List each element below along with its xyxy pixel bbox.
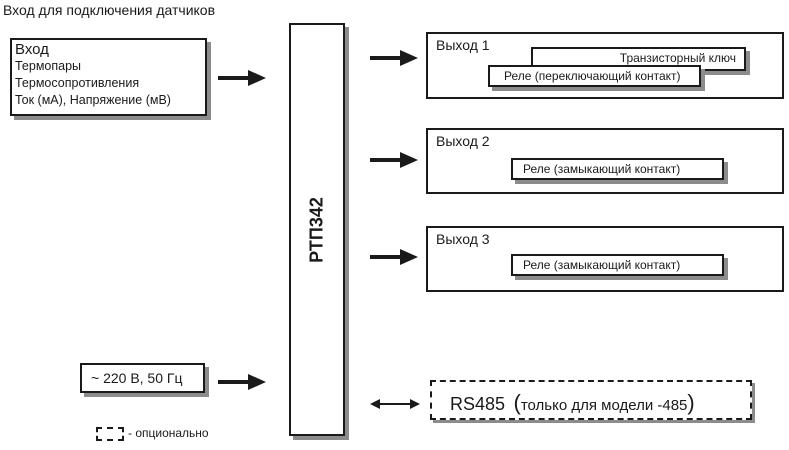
device-block: РТП342 xyxy=(289,23,345,436)
output-1-option-relay-changeover: Реле (переключающий контакт) xyxy=(488,65,701,87)
output2-arrow-icon xyxy=(370,152,418,168)
option-label: Транзисторный ключ xyxy=(619,51,736,65)
rs485-note: только для модели -485 xyxy=(520,397,688,414)
bidirectional-arrow-icon xyxy=(370,399,420,409)
diagram-title: Вход для подключения датчиков xyxy=(3,2,216,18)
device-name: РТП342 xyxy=(306,196,327,263)
output1-arrow-icon xyxy=(370,50,418,66)
input-title: Вход xyxy=(15,41,49,58)
output-2-option-relay-no: Реле (замыкающий контакт) xyxy=(511,158,724,180)
input-item-rtd: Термосопротивления xyxy=(15,76,140,90)
power-label: ~ 220 В, 50 Гц xyxy=(91,370,183,386)
rs485-name: RS485 xyxy=(450,394,506,414)
input-item-current-voltage: Ток (мА), Напряжение (мВ) xyxy=(15,93,171,107)
option-label: Реле (замыкающий контакт) xyxy=(523,258,681,272)
optional-legend-icon xyxy=(96,427,124,441)
optional-legend-label: - опционально xyxy=(128,426,209,440)
power-arrow-icon xyxy=(218,374,266,390)
rs485-paren-close: ) xyxy=(687,390,695,415)
option-label: Реле (переключающий контакт) xyxy=(504,69,681,83)
output-3-title: Выход 3 xyxy=(436,231,490,247)
power-block: ~ 220 В, 50 Гц xyxy=(80,363,205,393)
output-2-title: Выход 2 xyxy=(436,133,490,149)
input-arrow-icon xyxy=(218,70,266,86)
output-3-option-relay-no: Реле (замыкающий контакт) xyxy=(511,254,724,276)
rs485-block: RS485 (только для модели -485) xyxy=(430,380,752,420)
input-item-thermocouples: Термопары xyxy=(15,59,82,73)
rs485-paren-open: ( xyxy=(513,390,521,415)
option-label: Реле (замыкающий контакт) xyxy=(523,162,681,176)
output-1-title: Выход 1 xyxy=(436,37,490,53)
input-block: Вход Термопары Термосопротивления Ток (м… xyxy=(10,38,207,116)
output3-arrow-icon xyxy=(370,249,418,265)
